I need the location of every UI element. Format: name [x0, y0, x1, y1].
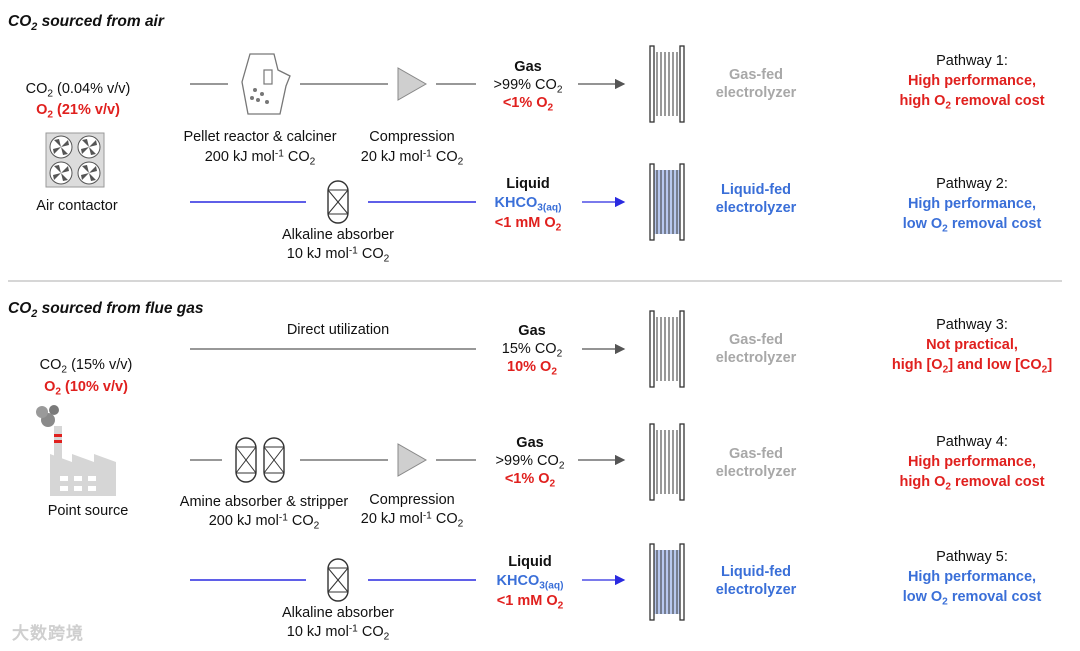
- flue-section-title: CO2 sourced from flue gas: [8, 300, 204, 320]
- alkaline-absorber-label: Alkaline absorber: [281, 227, 395, 243]
- p3-gas-label: Gas: [518, 323, 546, 339]
- p1-line2: high O2 removal cost: [899, 93, 1045, 112]
- p1-co2-spec: >99% CO2: [493, 77, 563, 96]
- amine-energy: 200 kJ mol-1 CO2: [208, 512, 320, 532]
- amine-absorber-icon: [235, 437, 257, 483]
- p3-electrolyzer-line2: electrolyzer: [715, 350, 797, 366]
- p2-electrolyzer-line1: Liquid-fed: [720, 182, 792, 198]
- p5-line1: High performance,: [907, 569, 1037, 585]
- p3-line2: high [O2] and low [CO2]: [891, 357, 1053, 376]
- p4-gas-label: Gas: [516, 435, 544, 451]
- p3-line1: Not practical,: [926, 337, 1018, 353]
- compression-label-2: Compression: [369, 492, 455, 508]
- compression-label: Compression: [369, 129, 455, 145]
- air-section-title: CO2 sourced from air: [8, 13, 164, 33]
- p2-liquid-label: Liquid: [506, 176, 550, 192]
- p2-khco3-spec: KHCO3(aq): [494, 195, 562, 214]
- amine-label: Amine absorber & stripper: [179, 494, 349, 510]
- p3-o2-spec: 10% O2: [507, 359, 557, 378]
- flue-co2-label: CO2 (15% v/v): [39, 357, 133, 376]
- p3-electrolyzer-icon: [649, 310, 685, 388]
- alkaline-absorber-energy-2: 10 kJ mol-1 CO2: [286, 623, 390, 643]
- p4-electrolyzer-line1: Gas-fed: [729, 446, 783, 462]
- p5-liquid-label: Liquid: [508, 554, 552, 570]
- p3-title: Pathway 3:: [936, 317, 1008, 333]
- p5-line2: low O2 removal cost: [902, 589, 1042, 608]
- p1-electrolyzer-icon: [649, 45, 685, 123]
- compressor-icon: [397, 67, 428, 101]
- direct-utilization-label: Direct utilization: [286, 322, 390, 338]
- air-contactor-label: Air contactor: [36, 198, 118, 214]
- factory-icon: [36, 405, 116, 496]
- p2-line2: low O2 removal cost: [902, 216, 1042, 235]
- p5-title: Pathway 5:: [936, 549, 1008, 565]
- p4-line2: high O2 removal cost: [899, 474, 1045, 493]
- p5-o2-spec: <1 mM O2: [496, 593, 564, 612]
- air-o2-label: O2 (21% v/v): [36, 102, 120, 121]
- p2-line1: High performance,: [907, 196, 1037, 212]
- point-source-label: Point source: [47, 503, 129, 519]
- watermark: 大数跨境: [12, 624, 84, 643]
- compressor-icon-2: [397, 443, 428, 477]
- p3-electrolyzer-line1: Gas-fed: [729, 332, 783, 348]
- p4-o2-spec: <1% O2: [504, 471, 556, 490]
- p1-line1: High performance,: [907, 73, 1037, 89]
- flue-o2-label: O2 (10% v/v): [44, 379, 128, 398]
- p5-electrolyzer-line2: electrolyzer: [715, 582, 797, 598]
- alkaline-absorber-label-2: Alkaline absorber: [281, 605, 395, 621]
- p1-title: Pathway 1:: [936, 53, 1008, 69]
- alkaline-absorber-icon-2: [327, 558, 349, 602]
- p4-electrolyzer-icon: [649, 423, 685, 501]
- p2-o2-spec: <1 mM O2: [494, 215, 562, 234]
- p1-electrolyzer-line2: electrolyzer: [715, 85, 797, 101]
- pellet-reactor-energy: 200 kJ mol-1 CO2: [204, 148, 316, 168]
- p1-electrolyzer-line1: Gas-fed: [729, 67, 783, 83]
- p4-electrolyzer-line2: electrolyzer: [715, 464, 797, 480]
- pellet-reactor-icon: [241, 53, 291, 115]
- p2-title: Pathway 2:: [936, 176, 1008, 192]
- alkaline-absorber-icon: [327, 180, 349, 224]
- compression-energy-2: 20 kJ mol-1 CO2: [360, 510, 464, 530]
- amine-stripper-icon: [263, 437, 285, 483]
- air-contactor-icon: [45, 132, 105, 188]
- p4-line1: High performance,: [907, 454, 1037, 470]
- p2-electrolyzer-line2: electrolyzer: [715, 200, 797, 216]
- p2-electrolyzer-icon: [649, 163, 685, 241]
- pellet-reactor-label: Pellet reactor & calciner: [183, 129, 337, 145]
- compression-energy: 20 kJ mol-1 CO2: [360, 148, 464, 168]
- p1-o2-spec: <1% O2: [502, 95, 554, 114]
- p5-khco3-spec: KHCO3(aq): [496, 573, 564, 592]
- p5-electrolyzer-icon: [649, 543, 685, 621]
- p3-co2-spec: 15% CO2: [501, 341, 563, 360]
- alkaline-absorber-energy: 10 kJ mol-1 CO2: [286, 245, 390, 265]
- p1-gas-label: Gas: [514, 59, 542, 75]
- p4-co2-spec: >99% CO2: [495, 453, 565, 472]
- p5-electrolyzer-line1: Liquid-fed: [720, 564, 792, 580]
- air-co2-label: CO2 (0.04% v/v): [25, 81, 131, 100]
- p4-title: Pathway 4:: [936, 434, 1008, 450]
